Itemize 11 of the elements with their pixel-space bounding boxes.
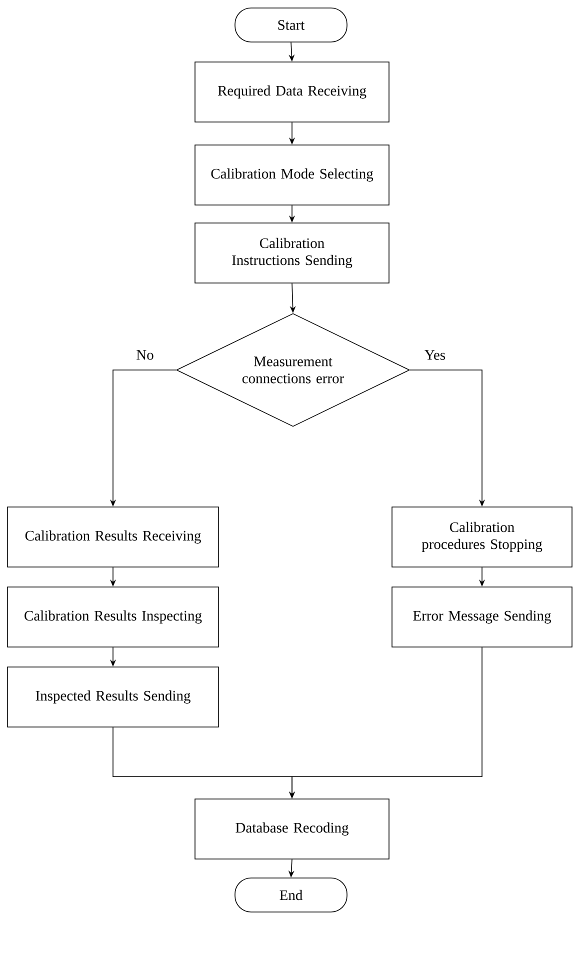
process-box: Calibration procedures Stopping — [392, 506, 572, 568]
process-box: Calibration Results Inspecting — [7, 586, 219, 648]
edge-label: No — [135, 349, 155, 361]
process-box: Calibration Mode Selecting — [194, 144, 390, 206]
process-box: Error Message Sending — [392, 586, 572, 648]
process-box: Calibration Instructions Sending — [194, 222, 390, 284]
edge-label: Yes — [423, 349, 447, 361]
process-box: Required Data Receiving — [194, 62, 390, 122]
process-box: Calibration Results Receiving — [7, 506, 219, 568]
process-box: Database Recoding — [194, 798, 390, 860]
process-box: Inspected Results Sending — [7, 666, 219, 728]
